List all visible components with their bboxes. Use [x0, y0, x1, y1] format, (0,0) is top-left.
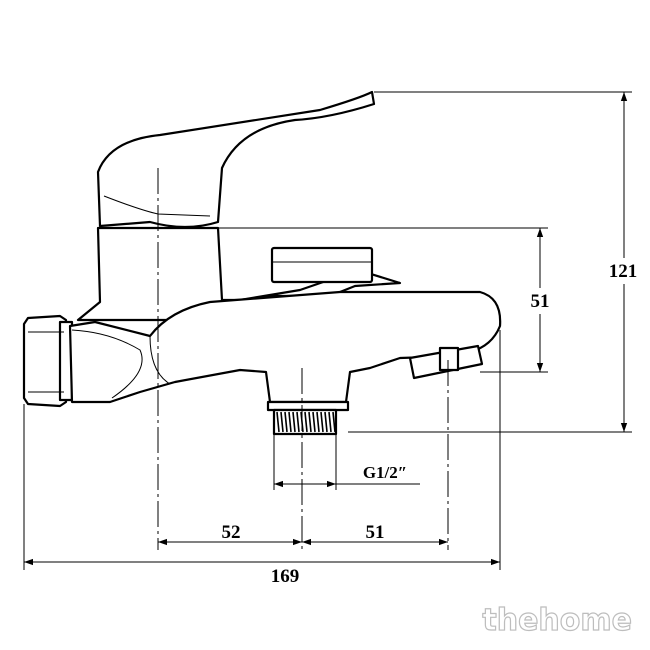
thread-mark: [280, 411, 284, 433]
thread-mark: [288, 411, 292, 433]
dim-label-outlet-to-spout: 51: [366, 522, 385, 543]
thread-mark: [324, 411, 328, 433]
thread-mark: [284, 411, 288, 433]
wall-connector: [22, 314, 74, 408]
dim-label-spout-height: 51: [531, 291, 550, 312]
thread-mark: [328, 411, 332, 433]
thread-mark: [292, 411, 296, 433]
watermark-logo: thehome: [482, 602, 633, 638]
dim-label-thread: G1/2″: [363, 463, 407, 482]
thread-mark: [316, 411, 320, 433]
thread-mark: [308, 411, 312, 433]
thread-mark: [304, 411, 308, 433]
aerator: [408, 344, 484, 380]
thread-mark: [332, 411, 336, 433]
dim-label-overall-height: 121: [609, 261, 638, 282]
thread-mark: [276, 411, 280, 433]
thread-mark: [312, 411, 316, 433]
dim-label-overall-length: 169: [271, 566, 300, 587]
thread-mark: [320, 411, 324, 433]
bottom-thread: [266, 400, 350, 436]
thread-mark: [296, 411, 300, 433]
diverter-knob: [270, 246, 374, 284]
dim-label-left-to-outlet: 52: [222, 522, 241, 543]
lever-handle: [96, 90, 376, 229]
